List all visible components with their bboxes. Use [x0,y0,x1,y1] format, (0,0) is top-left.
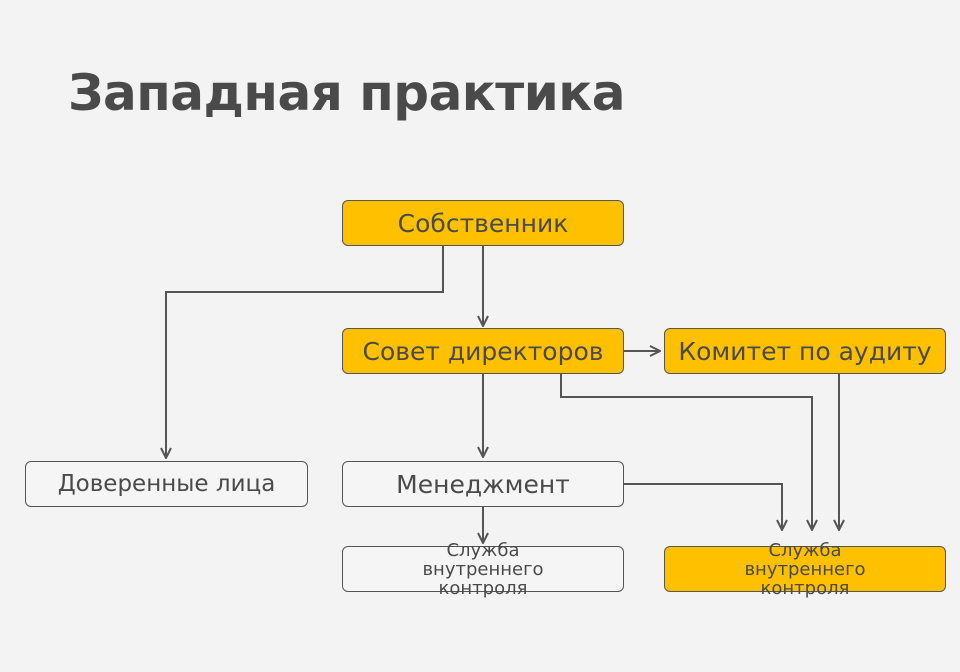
node-internal-control-left: Служба внутреннего контроля [342,541,624,598]
node-owner: Собственник [342,200,624,246]
arrow-board-control [560,374,812,530]
arrow-management-control [624,483,782,530]
node-trustees: Доверенные лица [25,461,308,507]
node-audit-committee: Комитет по аудиту [664,328,946,374]
node-internal-control-right: Служба внутреннего контроля [664,541,946,598]
arrow-owner-trustees [166,246,444,458]
node-board: Совет директоров [342,328,624,374]
page-title: Западная практика [68,64,625,122]
node-management: Менеджмент [342,461,624,507]
